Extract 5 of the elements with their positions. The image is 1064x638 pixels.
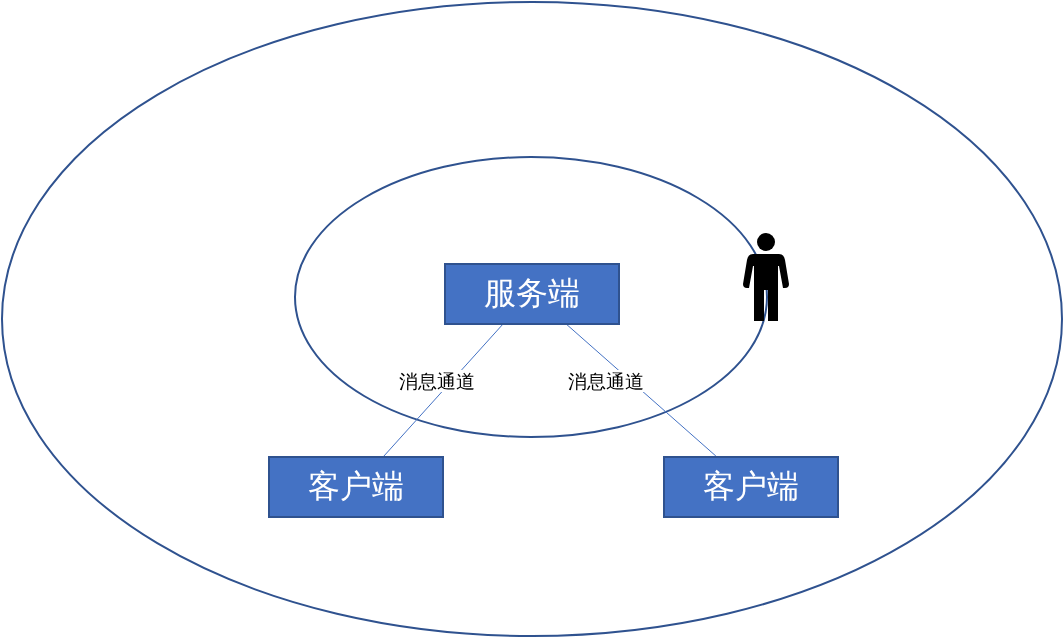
process-box: 客户端 bbox=[663, 456, 839, 518]
process-box: 客户端 bbox=[268, 456, 444, 518]
edge-label: 消息通道 bbox=[567, 370, 645, 392]
edge-label: 消息通道 bbox=[398, 370, 476, 392]
process-box: 服务端 bbox=[444, 263, 620, 325]
